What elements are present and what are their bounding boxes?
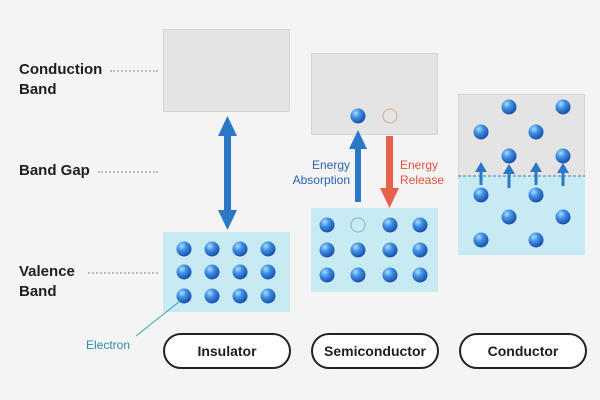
electron xyxy=(412,217,428,233)
electron xyxy=(555,209,571,225)
electron xyxy=(232,288,248,304)
up-arrow xyxy=(530,162,542,185)
conductor-electrons xyxy=(473,99,571,248)
band-gap-guide xyxy=(98,171,158,173)
electron-label: Electron xyxy=(86,338,131,352)
electron xyxy=(204,288,220,304)
electron xyxy=(260,264,276,280)
excited-electron xyxy=(350,108,366,124)
insulator-conduction-band xyxy=(163,29,290,112)
electron xyxy=(382,217,398,233)
conduction-band-guide xyxy=(110,70,158,72)
insulator-label: Insulator xyxy=(163,333,291,369)
semiconductor-label: Semiconductor xyxy=(311,333,439,369)
up-arrow xyxy=(557,163,569,186)
electron-callout-line xyxy=(135,300,181,337)
electron xyxy=(473,124,489,140)
electron xyxy=(555,99,571,115)
energy-absorption-label: Energy Absorption xyxy=(292,158,350,187)
electron xyxy=(555,148,571,164)
semiconductor-conduction-band xyxy=(311,53,438,135)
conductor-label: Conductor xyxy=(459,333,587,369)
band-gap-label: Band Gap xyxy=(19,162,90,179)
electron xyxy=(204,241,220,257)
electron xyxy=(176,264,192,280)
valence-band-guide xyxy=(88,272,158,274)
electron xyxy=(232,241,248,257)
up-arrow xyxy=(475,162,487,185)
electron xyxy=(350,267,366,283)
electron xyxy=(176,288,192,304)
electron xyxy=(319,217,335,233)
band-gap-double-arrow xyxy=(218,116,237,230)
electron xyxy=(501,209,517,225)
energy-release-label: Energy Release xyxy=(400,158,445,187)
insulator-electrons xyxy=(176,241,276,304)
electron xyxy=(319,267,335,283)
electron xyxy=(260,288,276,304)
electron xyxy=(382,267,398,283)
electron xyxy=(501,99,517,115)
conduction-hole xyxy=(382,108,398,124)
semiconductor-electrons xyxy=(319,217,428,283)
conductor-up-arrows xyxy=(475,162,569,188)
electron xyxy=(204,264,220,280)
electron xyxy=(350,242,366,258)
electron xyxy=(412,267,428,283)
electron xyxy=(473,232,489,248)
valence-hole xyxy=(350,217,366,233)
valence-band-label: Valence Band xyxy=(19,263,75,300)
conduction-band-label: Conduction Band xyxy=(19,61,103,98)
electron xyxy=(319,242,335,258)
electron xyxy=(473,187,489,203)
energy-release-arrow xyxy=(380,136,399,208)
electron xyxy=(412,242,428,258)
electron xyxy=(528,232,544,248)
electron xyxy=(382,242,398,258)
electron xyxy=(260,241,276,257)
up-arrow xyxy=(503,164,515,188)
electron xyxy=(176,241,192,257)
electron xyxy=(232,264,248,280)
electron xyxy=(501,148,517,164)
energy-absorption-arrow xyxy=(349,130,367,202)
electron xyxy=(528,187,544,203)
electron xyxy=(528,124,544,140)
